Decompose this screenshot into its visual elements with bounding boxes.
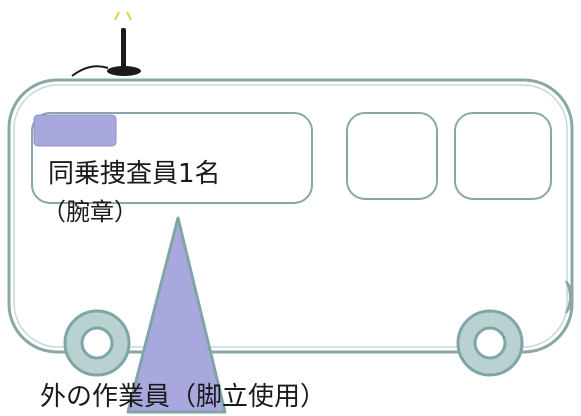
side-light [565, 280, 574, 314]
window-middle [346, 112, 438, 200]
wheel-rear [456, 309, 524, 377]
window-right [454, 112, 552, 200]
bus-body-inner [13, 84, 568, 348]
antenna-icon [71, 11, 141, 77]
outside-worker-label: 外の作業員（脚立使用） [40, 382, 327, 412]
wheel-front [63, 309, 131, 377]
investigator-label: 同乗捜査員1名 [48, 159, 221, 189]
armband-label: （腕章） [42, 198, 138, 226]
ladder-icon [126, 216, 227, 414]
armband-icon [33, 114, 117, 147]
